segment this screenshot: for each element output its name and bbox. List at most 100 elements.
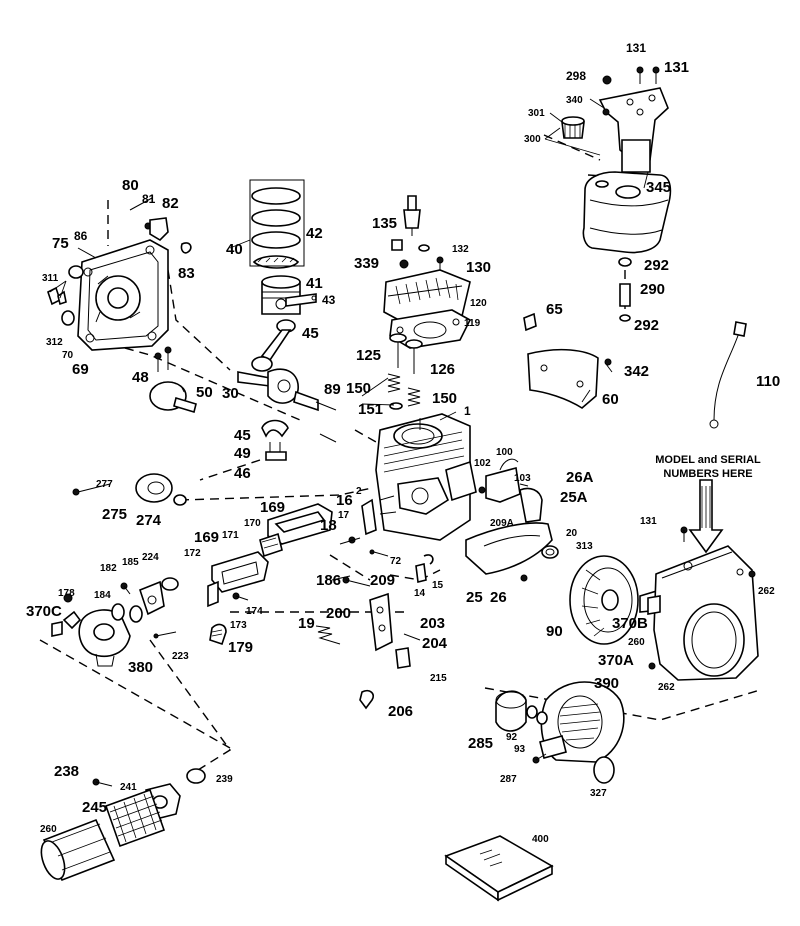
- head-small-parts: [391, 239, 444, 272]
- rewind-starter: [532, 681, 625, 764]
- part-label: 260: [40, 824, 57, 835]
- part-label: 169: [194, 529, 219, 546]
- part-label: 172: [184, 548, 201, 559]
- part-label: 262: [658, 682, 675, 693]
- part-label: 390: [594, 675, 619, 692]
- part-label: 301: [528, 108, 545, 119]
- blower-housing: [647, 526, 759, 681]
- air-filter-cover: [40, 818, 116, 882]
- part-label: 260: [628, 637, 645, 648]
- part-label: 171: [222, 530, 239, 541]
- air-filter-element: [104, 788, 166, 848]
- model-serial-note-line2: NUMBERS HERE: [663, 468, 752, 480]
- part-label: 14: [414, 588, 426, 599]
- part-label: 151: [358, 401, 383, 418]
- part-label: 274: [136, 512, 162, 529]
- part-label: 45: [302, 325, 319, 342]
- part-label: 93: [514, 744, 526, 755]
- spark-plug: [403, 195, 421, 236]
- governor-parts: [129, 197, 192, 254]
- fuel-tank-bracket: [598, 87, 669, 173]
- part-label: 41: [306, 275, 323, 292]
- fuel-cap: [561, 116, 585, 139]
- part-label: 238: [54, 763, 79, 780]
- part-label: 42: [306, 225, 323, 242]
- part-label: 290: [640, 281, 665, 298]
- part-label: 46: [234, 465, 251, 482]
- part-label: 313: [576, 541, 593, 552]
- part-label: 75: [52, 235, 69, 252]
- owners-manual-book: [444, 835, 554, 902]
- part-label: 312: [46, 337, 63, 348]
- ignition-module: [478, 458, 529, 503]
- part-label: 60: [602, 391, 619, 408]
- part-label: 262: [758, 586, 775, 597]
- part-label: 342: [624, 363, 649, 380]
- part-label: 209: [370, 572, 395, 589]
- part-label: 370C: [26, 603, 62, 620]
- part-label: 292: [634, 317, 659, 334]
- part-label: 204: [422, 635, 448, 652]
- part-label: 110: [756, 373, 780, 390]
- part-label: 65: [546, 301, 563, 318]
- decal-327: [593, 756, 615, 784]
- part-label: 184: [94, 590, 111, 601]
- part-label: 178: [58, 588, 75, 599]
- part-label: 224: [142, 552, 159, 563]
- piston-rings: [249, 179, 305, 269]
- part-label: 40: [226, 241, 243, 258]
- piston: [261, 275, 317, 315]
- part-label: 215: [430, 673, 447, 684]
- part-label: 370B: [612, 615, 648, 632]
- part-label: 245: [82, 799, 107, 816]
- part-label: 45: [234, 427, 251, 444]
- rod-cap: [261, 419, 289, 461]
- air-baffle: [465, 487, 553, 575]
- part-label: 81: [142, 192, 156, 206]
- part-label: 82: [162, 195, 179, 212]
- fuel-line-parts: [618, 257, 632, 322]
- part-label: 16: [336, 492, 353, 509]
- part-label: 200: [326, 605, 351, 622]
- control-bracket: [315, 576, 421, 669]
- part-label: 298: [566, 69, 586, 83]
- part-label: 400: [532, 834, 549, 845]
- misc-small-parts: [72, 433, 351, 581]
- model-serial-note-line1: MODEL and SERIAL: [655, 454, 761, 466]
- part-label: 209A: [490, 518, 514, 529]
- part-label: 43: [322, 293, 336, 307]
- part-label: 182: [100, 563, 117, 574]
- part-label: 26: [490, 589, 507, 606]
- starter-cup: [495, 690, 548, 732]
- part-label: 241: [120, 782, 137, 793]
- part-label: 169: [260, 499, 285, 516]
- part-label: 80: [122, 177, 139, 194]
- part-label: 15: [432, 580, 444, 591]
- crankcase-cover: [77, 239, 169, 351]
- part-label: 300: [524, 134, 541, 145]
- part-label: 25: [466, 589, 483, 606]
- valves: [389, 333, 423, 374]
- part-label: 49: [234, 445, 251, 462]
- part-label: 100: [496, 447, 513, 458]
- part-label: 30: [222, 385, 239, 402]
- part-label: 125: [356, 347, 381, 364]
- part-label: 206: [388, 703, 413, 720]
- part-label: 135: [372, 215, 397, 232]
- part-label: 223: [172, 651, 189, 662]
- part-label: 18: [320, 517, 337, 534]
- part-label: 25A: [560, 489, 588, 506]
- part-labels: 131 131 298 340 301 300 345 80 81 82 75 …: [26, 41, 780, 845]
- small-screw-65: [523, 312, 537, 332]
- part-label: 131: [626, 41, 646, 55]
- part-label: 203: [420, 615, 445, 632]
- part-label: 92: [506, 732, 518, 743]
- part-label: 132: [452, 244, 469, 255]
- part-label: 131: [664, 59, 689, 76]
- part-label: 70: [62, 350, 74, 361]
- timing-gear-cam: [149, 346, 197, 414]
- part-label: 50: [196, 384, 213, 401]
- part-label: 126: [430, 361, 455, 378]
- part-label: 83: [178, 265, 195, 282]
- tank-screws: [602, 66, 660, 116]
